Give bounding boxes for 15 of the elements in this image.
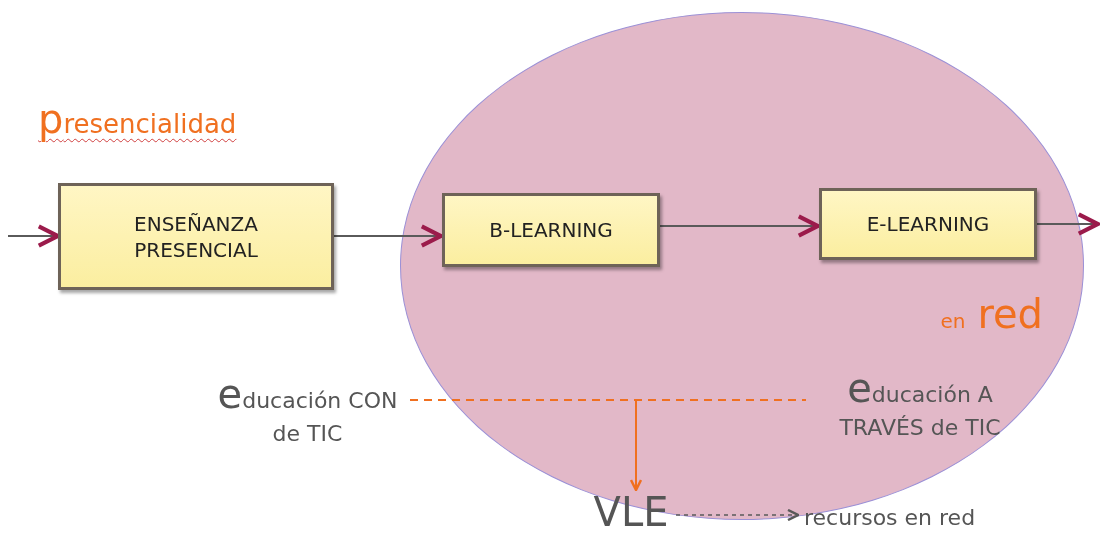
category-text: educación A TRAVÉS de TIC [806, 362, 1034, 442]
resource-label: recursos en red [798, 500, 1014, 534]
arrow [333, 224, 444, 248]
category-text: educación CON de TIC [205, 368, 410, 448]
process-box: ENSEÑANZA PRESENCIAL [58, 183, 334, 290]
network-label: en red [940, 291, 1043, 337]
arrow [658, 214, 821, 238]
arrow [7, 224, 61, 248]
arrow [629, 399, 643, 492]
arrow [675, 508, 800, 522]
process-box: B-LEARNING [442, 193, 660, 267]
arrow [1035, 212, 1101, 236]
process-box: E-LEARNING [819, 188, 1037, 260]
vle-label: VLE [586, 490, 676, 534]
presencialidad-heading: presencialidad [38, 96, 237, 142]
